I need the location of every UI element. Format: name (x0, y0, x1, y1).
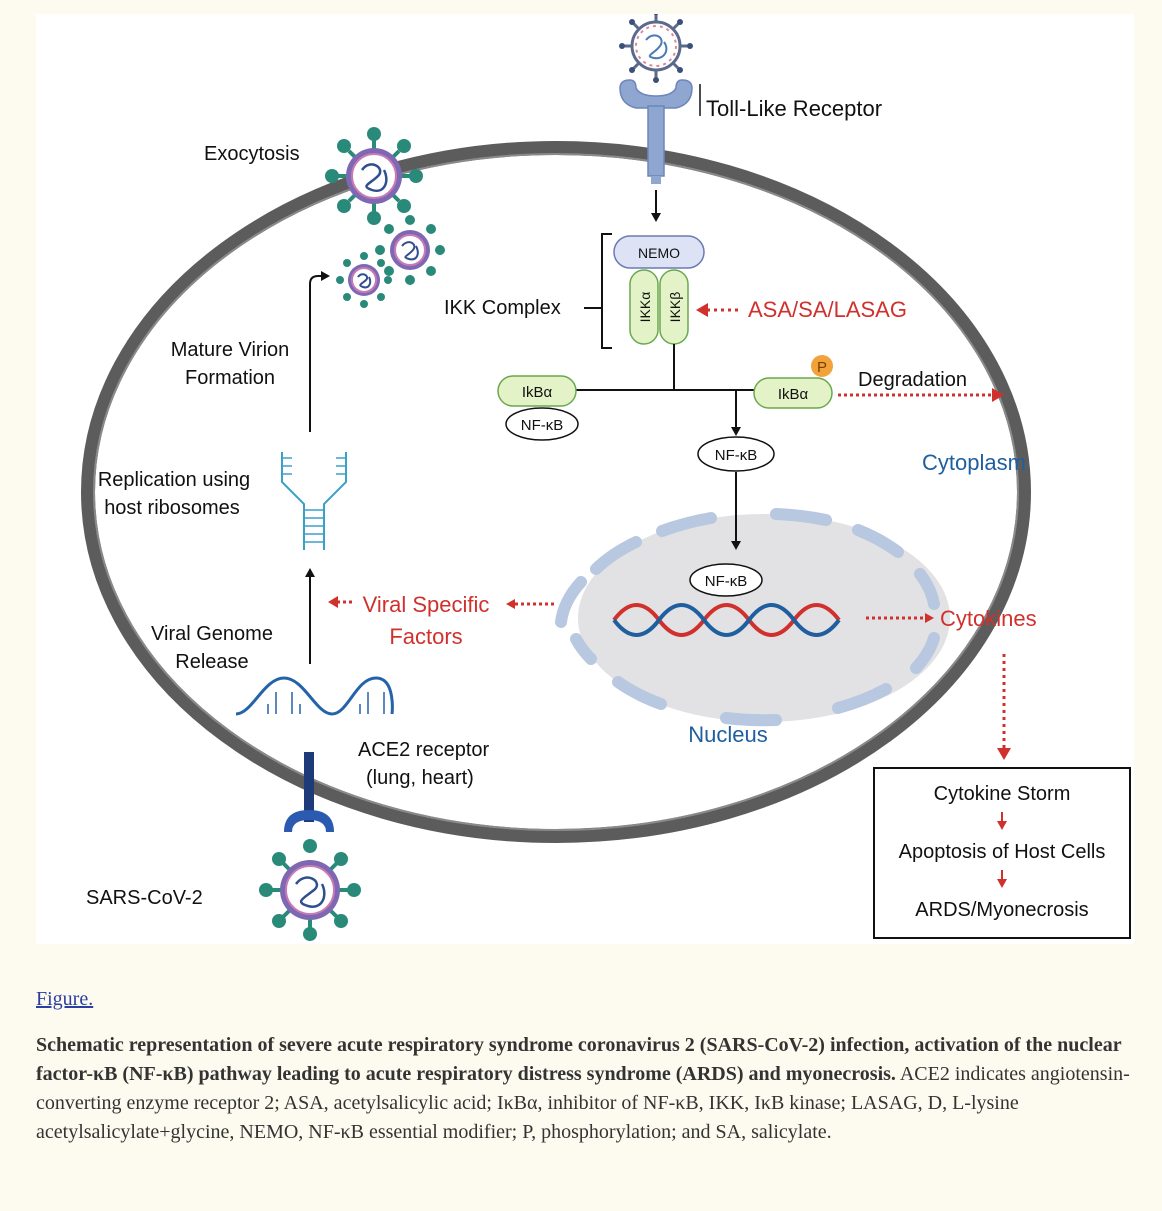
ikka-label: IKKα (637, 292, 653, 323)
ikk-complex-label: IKK Complex (444, 297, 561, 319)
virus-top-icon (619, 14, 693, 83)
apoptosis-label: Apoptosis of Host Cells (899, 841, 1106, 863)
nfkb-nucleus-label: NF-κB (705, 573, 748, 590)
ace2-label-1: ACE2 receptor (358, 739, 490, 761)
caption-body: ACE2 indicates angiotensin-converting en… (36, 1063, 1130, 1143)
viral-specific-label-2: Factors (389, 624, 462, 649)
toll-like-receptor-label: Toll-Like Receptor (706, 96, 882, 121)
viral-genome-label-2: Release (175, 651, 248, 673)
phospho-label: P (817, 359, 827, 376)
mature-virion-arrow (309, 271, 330, 432)
viral-genome-label-1: Viral Genome (151, 623, 273, 645)
ards-label: ARDS/Myonecrosis (915, 899, 1088, 921)
nucleus-label: Nucleus (688, 722, 767, 747)
sars-cov-2-label: SARS-CoV-2 (86, 887, 203, 909)
replication-label-2: host ribosomes (104, 497, 240, 519)
replication-icon (281, 452, 347, 550)
virus-exocytosis-icon (325, 127, 423, 225)
nucleus-shape (555, 508, 950, 727)
cytokine-storm-label: Cytokine Storm (934, 783, 1071, 805)
nfkb-mid-oval (697, 436, 775, 472)
figure-caption: Schematic representation of severe acute… (36, 1031, 1136, 1211)
nemo-box (613, 235, 705, 269)
caption-area: Figure. Schematic representation of seve… (36, 980, 1136, 1211)
nfkb-nucleus-oval (689, 563, 763, 597)
ikba-right-label: IkBα (778, 386, 809, 403)
viral-rna-icon (235, 676, 394, 716)
cell-membrane (81, 141, 1031, 843)
caption-bold-title: Schematic representation of severe acute… (36, 1034, 1122, 1085)
ikka-box (629, 269, 659, 345)
cytokines-label: Cytokines (940, 606, 1037, 631)
ikba-right-box (753, 377, 833, 409)
nemo-label: NEMO (638, 245, 680, 261)
outcome-box (873, 767, 1131, 939)
nfkb-left-oval (505, 407, 579, 441)
figure-panel: Toll-Like Receptor Exocytosis (36, 14, 1134, 944)
mature-virion-label-2: Formation (185, 367, 275, 389)
nfkb-left-label: NF-κB (521, 417, 564, 434)
ikkb-label: IKKβ (667, 292, 683, 323)
replication-label-1: Replication using (98, 469, 250, 491)
figure-link[interactable]: Figure. (36, 988, 94, 1010)
ikk-bracket (584, 233, 612, 349)
virus-released-small-icon (336, 252, 392, 308)
exocytosis-label: Exocytosis (204, 143, 300, 165)
virus-released-large-icon (375, 215, 445, 285)
ikba-left-box (497, 375, 577, 407)
ikba-left-label: IkBα (522, 384, 553, 401)
degradation-label: Degradation (858, 369, 967, 391)
mature-virion-label-1: Mature Virion (171, 339, 290, 361)
pathway-diagram: Toll-Like Receptor Exocytosis (81, 14, 1131, 941)
phosphorylation-badge (811, 355, 833, 377)
cytoplasm-label: Cytoplasm (922, 450, 1026, 475)
viral-specific-label-1: Viral Specific (363, 592, 490, 617)
ace2-label-2: (lung, heart) (366, 767, 474, 789)
dna-helix-icon (612, 603, 841, 637)
virus-sars-cov-2-icon (259, 839, 361, 941)
nfkb-mid-label: NF-κB (715, 447, 758, 464)
toll-like-receptor-icon (619, 79, 693, 184)
inhibitors-label: ASA/SA/LASAG (748, 297, 907, 322)
ace2-receptor-icon (284, 752, 334, 832)
